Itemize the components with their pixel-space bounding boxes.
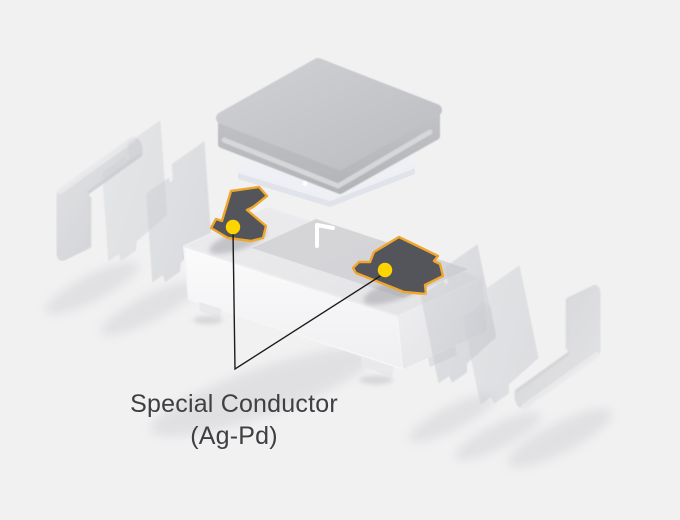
- marker-dot-left: [225, 219, 241, 235]
- special-conductors: [209, 185, 445, 296]
- feet-shadows: [193, 316, 393, 385]
- callout-label: Special Conductor (Ag-Pd): [130, 390, 338, 450]
- conductor-pad-left: [209, 185, 269, 243]
- marker-dots: [225, 219, 393, 278]
- protective-cover: [216, 58, 442, 194]
- marker-dot-right: [377, 262, 393, 278]
- ground-shadows: [45, 261, 613, 468]
- cover-bottom-rim: [221, 129, 433, 189]
- leader-lines: [232, 230, 386, 371]
- label-line-2: (Ag-Pd): [190, 422, 278, 450]
- cover-top-face: [216, 58, 442, 170]
- label-line-1: Special Conductor: [130, 390, 338, 418]
- trim-line-body: [315, 223, 335, 248]
